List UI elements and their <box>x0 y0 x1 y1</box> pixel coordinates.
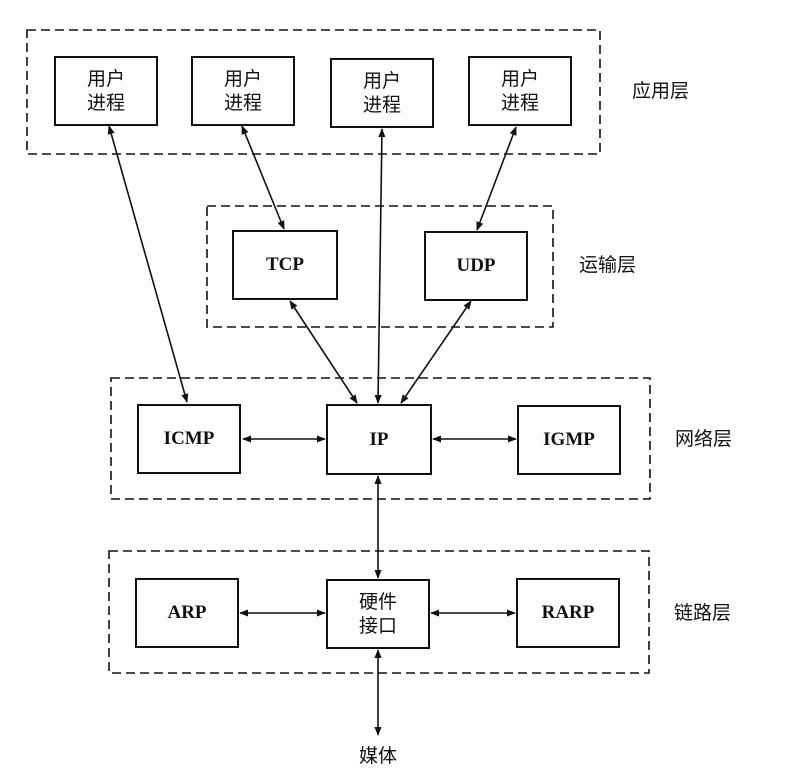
application-layer-frame <box>26 29 601 155</box>
user-process-box: 用户 进程 <box>330 58 434 128</box>
hardware-interface-box: 硬件 接口 <box>326 579 430 649</box>
link-tcp-ip <box>289 300 358 404</box>
rarp-box: RARP <box>516 578 620 648</box>
udp-label: UDP <box>456 255 496 276</box>
rarp-label: RARP <box>541 602 595 623</box>
ip-box: IP <box>326 404 432 475</box>
media-label: 媒体 <box>359 745 398 767</box>
hardware-interface-line2: 接口 <box>358 615 397 637</box>
igmp-box: IGMP <box>517 405 621 475</box>
igmp-label: IGMP <box>543 429 595 450</box>
user-process-line1: 用户 <box>86 68 125 90</box>
user-process-box: 用户 进程 <box>468 56 572 126</box>
user-process-line2: 进程 <box>362 94 401 116</box>
udp-box: UDP <box>424 231 528 301</box>
tcp-box: TCP <box>232 230 338 300</box>
link-udp-ip <box>400 300 472 404</box>
link-process1-icmp <box>107 125 189 403</box>
ip-label: IP <box>369 428 389 450</box>
link-process3-ip <box>374 128 386 404</box>
arp-label: ARP <box>167 602 207 623</box>
user-process-line1: 用户 <box>223 68 262 90</box>
user-process-line1: 用户 <box>500 68 539 90</box>
link-layer-label: 链路层 <box>674 602 732 624</box>
link-process2-tcp <box>241 125 285 230</box>
link-process4-udp <box>476 126 517 231</box>
hardware-interface-line1: 硬件 <box>358 591 397 613</box>
user-process-box: 用户 进程 <box>54 56 158 126</box>
network-layer-label: 网络层 <box>675 428 733 450</box>
user-process-line2: 进程 <box>86 92 125 114</box>
application-layer-label: 应用层 <box>632 80 690 102</box>
user-process-line2: 进程 <box>223 92 262 114</box>
tcp-label: TCP <box>266 254 304 275</box>
icmp-box: ICMP <box>137 404 241 474</box>
arp-box: ARP <box>135 578 239 648</box>
user-process-line2: 进程 <box>500 92 539 114</box>
transport-layer-label: 运输层 <box>579 254 637 276</box>
user-process-line1: 用户 <box>362 70 401 92</box>
user-process-box: 用户 进程 <box>191 56 295 126</box>
icmp-label: ICMP <box>163 428 215 449</box>
